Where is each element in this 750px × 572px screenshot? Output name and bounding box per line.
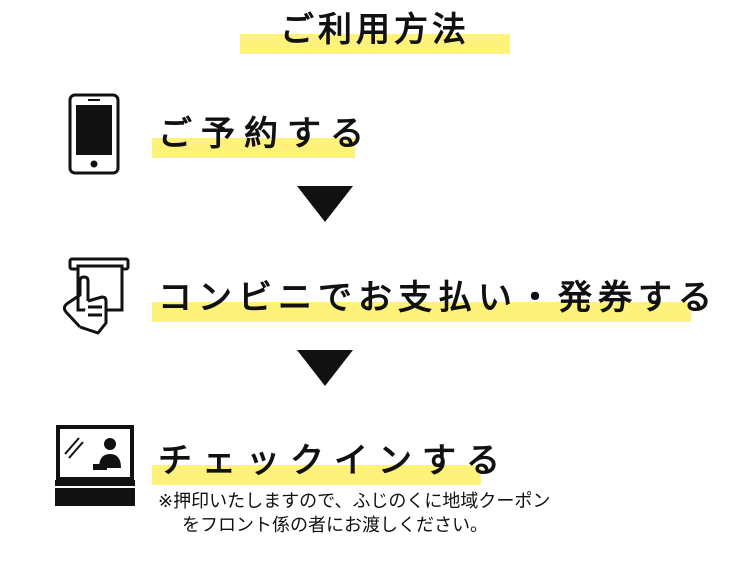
- title-highlight: [240, 34, 510, 54]
- note-line-2: をフロント係の者にお渡しください。: [182, 515, 488, 536]
- step-label: チェックインする: [158, 441, 510, 481]
- smartphone-icon: [68, 93, 120, 175]
- step-highlight: [152, 138, 355, 158]
- down-arrow-icon: [297, 186, 353, 222]
- step-highlight: [152, 465, 481, 485]
- coupon-note: ※押印いたしますので、ふじのくに地域クーポン をフロント係の者にお渡しください。: [158, 490, 550, 538]
- note-line-1: ※押印いたしますので、ふじのくに地域クーポン: [158, 491, 551, 512]
- page-title: ご利用方法: [280, 10, 470, 50]
- ticket-payment-icon: [62, 257, 130, 335]
- step-highlight: [152, 302, 691, 322]
- front-desk-icon: [55, 425, 135, 506]
- step-label: コンビニでお支払い・発券する: [158, 278, 718, 318]
- step-label: ご予約する: [158, 114, 373, 154]
- down-arrow-icon: [297, 350, 353, 386]
